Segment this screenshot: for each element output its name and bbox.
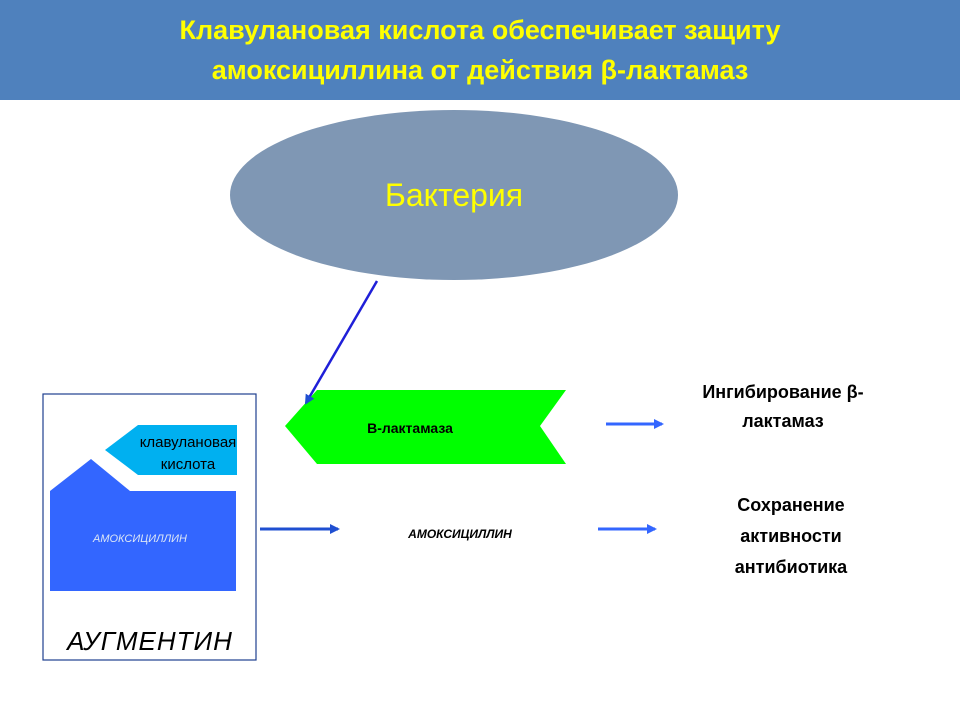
preservation-result: Сохранение активности антибиотика bbox=[676, 490, 906, 583]
inhibition-result-line-1: Ингибирование β- bbox=[702, 382, 864, 402]
amoxicillin-shape bbox=[50, 459, 236, 591]
preservation-result-line-3: антибиотика bbox=[734, 557, 848, 577]
title-banner: Клавулановая кислота обеспечивает защиту… bbox=[0, 0, 960, 100]
clavulanic-acid-label-line-2: кислота bbox=[160, 456, 216, 473]
preservation-result-line-1: Сохранение bbox=[737, 495, 845, 515]
augmentin-label: АУГМЕНТИН bbox=[67, 626, 233, 656]
inhibition-result-line-2: лактамаз bbox=[742, 411, 824, 431]
beta-lactamase-label: В-лактамаза bbox=[367, 420, 453, 436]
amoxicillin-flow-label: АМОКСИЦИЛЛИН bbox=[408, 527, 512, 541]
bacteria-label: Бактерия bbox=[384, 176, 524, 213]
bacteria-ellipse: Бактерия bbox=[230, 110, 678, 280]
bacteria-to-lactamase-arrow bbox=[304, 280, 379, 405]
beta-lactamase-shape bbox=[285, 390, 566, 464]
clavulanic-acid-shape bbox=[105, 425, 237, 475]
clavulanic-acid-label: клавулановая кислота bbox=[128, 432, 248, 476]
slide-title-line-2: амоксициллина от действия β-лактамаз bbox=[211, 55, 749, 85]
slide-title: Клавулановая кислота обеспечивает защиту… bbox=[0, 10, 960, 90]
clavulanic-acid-label-line-1: клавулановая bbox=[139, 434, 237, 451]
preservation-result-line-2: активности bbox=[740, 526, 842, 546]
inhibition-result: Ингибирование β- лактамаз bbox=[668, 378, 898, 436]
amoxicillin-inner-label: АМОКСИЦИЛЛИН bbox=[93, 533, 187, 545]
slide-title-line-1: Клавулановая кислота обеспечивает защиту bbox=[179, 15, 781, 45]
